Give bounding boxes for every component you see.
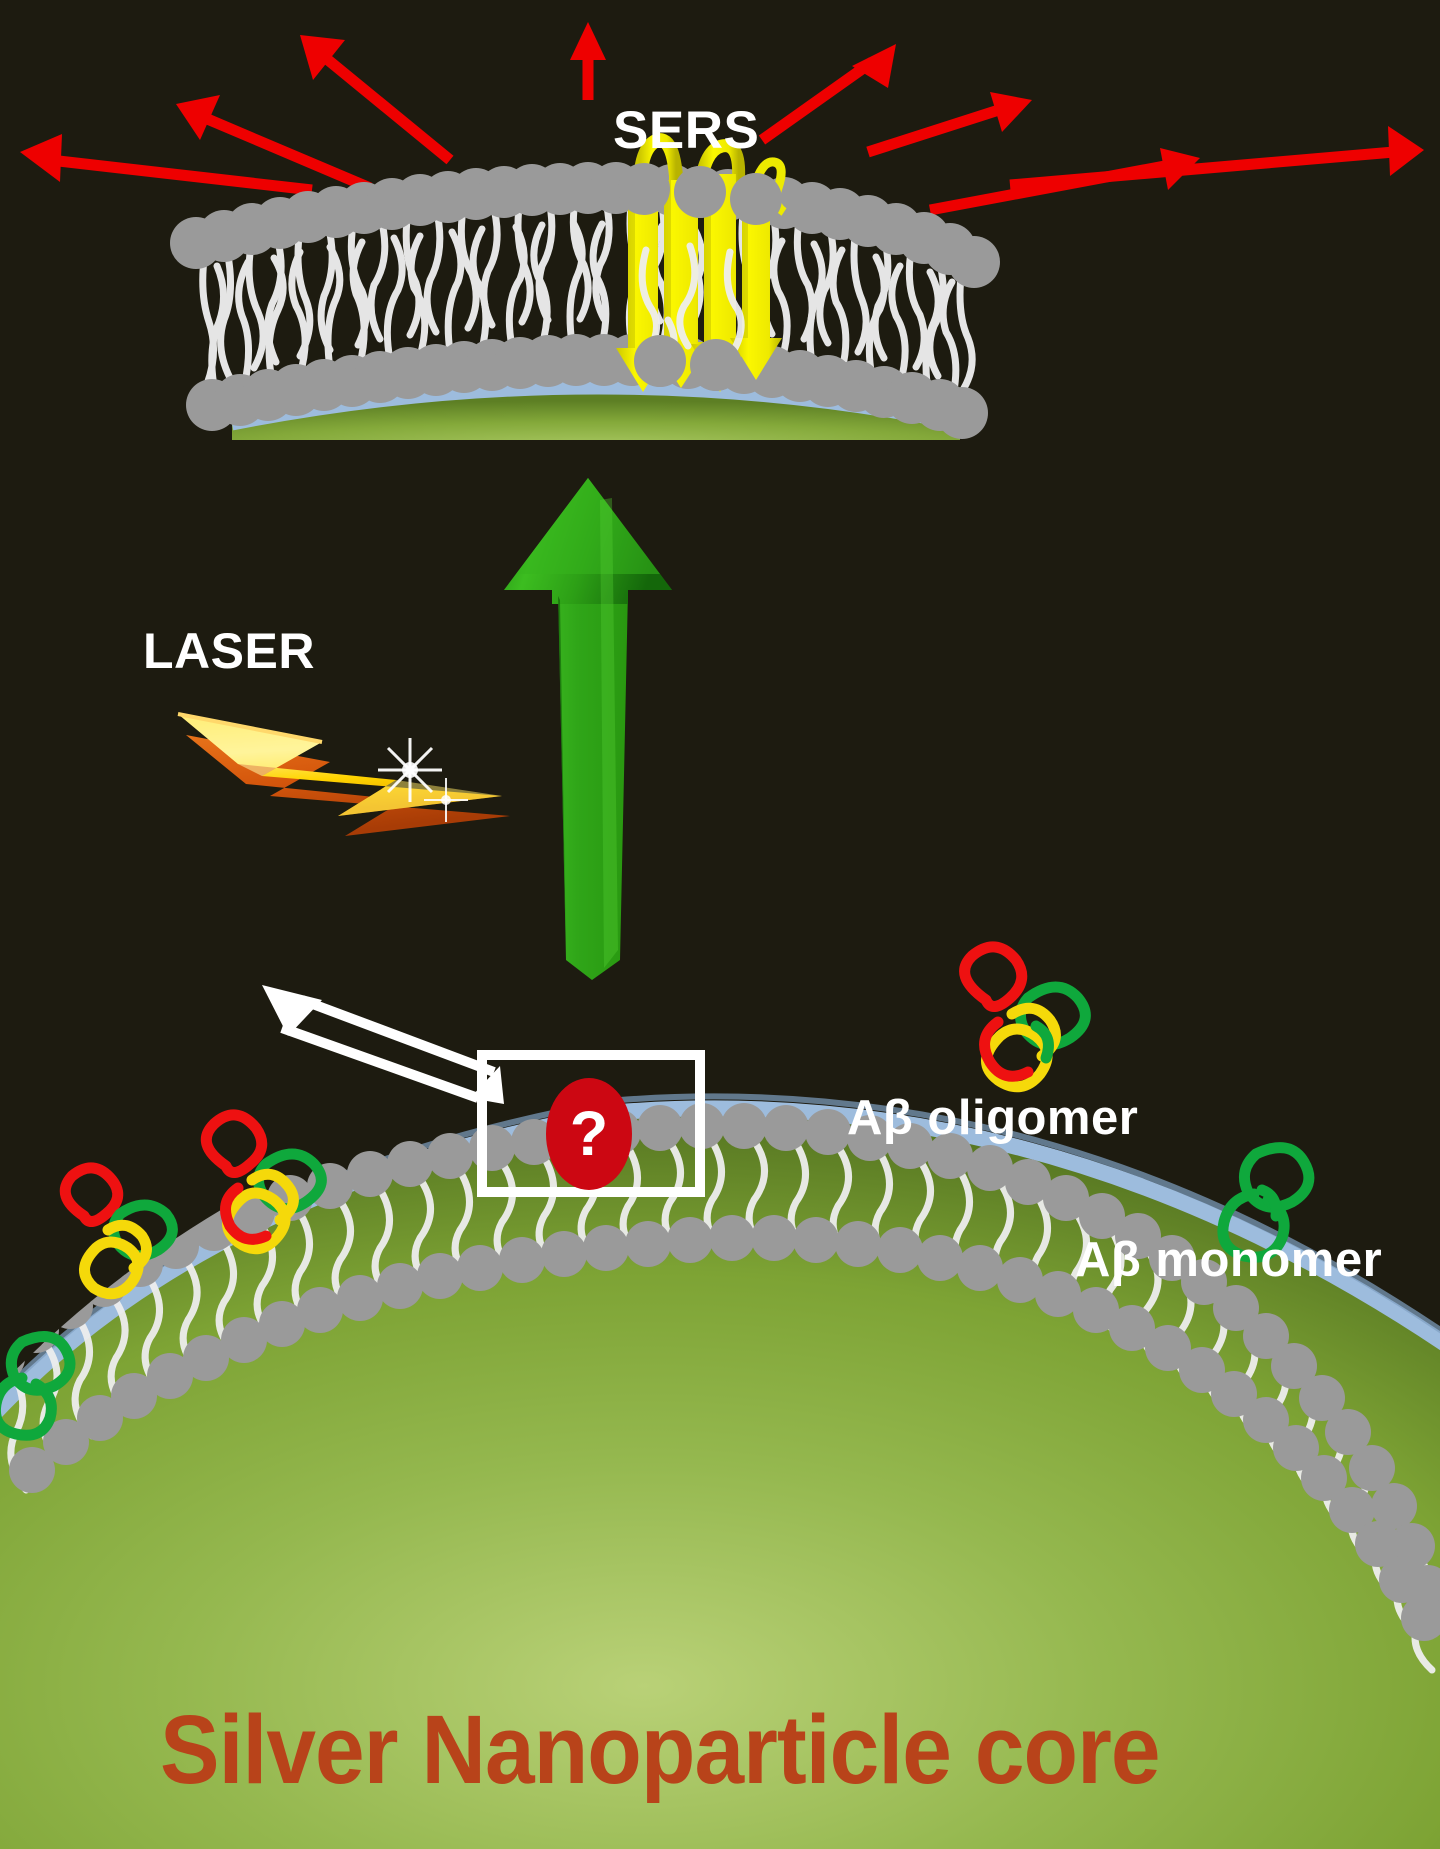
zoom-callout-rectangle[interactable]	[477, 1050, 705, 1197]
ab-oligomer-glyph-3	[59, 1162, 178, 1300]
sers-arrow-6	[866, 92, 1032, 158]
curved-lipid-bilayer	[0, 1103, 1440, 1674]
ab-oligomer-glyph-1	[959, 941, 1091, 1093]
ab-monomer-glyph-1	[1217, 1142, 1315, 1263]
ab-monomer-label: Aβ monomer	[1075, 1233, 1383, 1287]
bidirectional-arrow-heads	[262, 985, 504, 1104]
sers-arrow-8	[1009, 126, 1424, 191]
outer-lipid-head-group	[0, 1103, 1440, 1611]
lightning-bolt	[177, 712, 510, 836]
ab-oligomer-glyph-2	[200, 1109, 327, 1255]
upward-green-arrow	[504, 478, 672, 980]
planar-lipid-bilayer	[170, 162, 1000, 440]
sers-arrow-4	[570, 22, 606, 100]
sers-label: SERS	[613, 101, 760, 160]
sers-arrow-3	[300, 35, 454, 165]
laser-label: LASER	[143, 623, 315, 679]
sers-arrow-1	[20, 134, 313, 196]
sers-arrow-5	[758, 44, 896, 145]
inner-lipid-head-group	[9, 1215, 1440, 1641]
lipid-heads-overlay	[618, 163, 782, 391]
sers-arrow-group	[20, 22, 1424, 216]
silver-nanoparticle-core-label: Silver Nanoparticle core	[160, 1695, 1161, 1804]
question-mark-badge: ?	[546, 1078, 632, 1190]
sers-arrow-2	[176, 95, 373, 194]
bidirectional-arrow	[280, 995, 496, 1103]
ab-monomer-glyph-2	[0, 1331, 76, 1441]
ab-oligomer-label: Aβ oligomer	[847, 1091, 1139, 1145]
